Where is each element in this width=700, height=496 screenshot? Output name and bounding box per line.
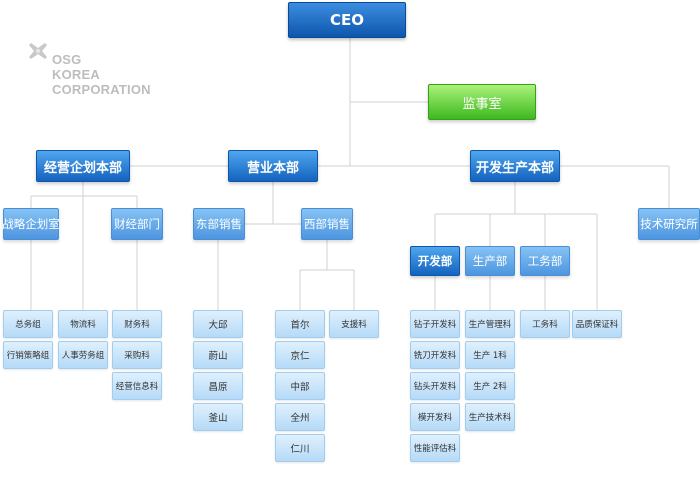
dept-west-sales: 西部销售: [301, 208, 353, 240]
company-name: OSG KOREA CORPORATION: [52, 52, 151, 97]
team-gyeongin: 京仁: [275, 341, 325, 369]
team-endmill-development: 铣刀开发科: [410, 341, 460, 369]
division-management-planning: 经营企划本部: [36, 150, 130, 182]
audit-office-box: 监事室: [428, 84, 536, 120]
dept-strategy-planning: 战略企划室: [2, 208, 60, 240]
team-marketing-strategy: 行销策略组: [3, 341, 53, 369]
company-name-line-2: KOREA: [52, 67, 100, 82]
team-general-affairs: 总务组: [3, 310, 53, 338]
division-sales: 营业本部: [228, 150, 318, 182]
team-central: 中部: [275, 372, 325, 400]
team-finance: 财务科: [112, 310, 162, 338]
team-drill-development: 钻子开发科: [410, 310, 460, 338]
team-production-1: 生产 1科: [465, 341, 515, 369]
team-quality-assurance: 品质保证科: [572, 310, 622, 338]
team-production-technology: 生产技术科: [465, 403, 515, 431]
team-mold-development: 模开发科: [410, 403, 460, 431]
team-production-2: 生产 2科: [465, 372, 515, 400]
dept-engineering: 工务部: [520, 246, 570, 276]
dept-development: 开发部: [410, 246, 460, 276]
team-seoul: 首尔: [275, 310, 325, 338]
team-changwon: 昌原: [193, 372, 243, 400]
team-purchasing: 采购科: [112, 341, 162, 369]
company-name-line-3: CORPORATION: [52, 82, 151, 97]
dept-production: 生产部: [465, 246, 515, 276]
team-bit-development: 钻头开发科: [410, 372, 460, 400]
division-tech-research-institute: 技术研究所: [638, 208, 700, 240]
company-name-line-1: OSG: [52, 52, 82, 67]
dept-finance: 财经部门: [111, 208, 163, 240]
ceo-box: CEO: [288, 2, 406, 38]
team-hr-labor: 人事劳务组: [58, 341, 108, 369]
team-engineering: 工务科: [520, 310, 570, 338]
team-daegu: 大邱: [193, 310, 243, 338]
team-ulsan: 蔚山: [193, 341, 243, 369]
division-development-production: 开发生产本部: [470, 150, 560, 182]
team-logistics: 物流科: [58, 310, 108, 338]
team-incheon: 仁川: [275, 434, 325, 462]
osg-cross-mark-icon: [29, 43, 47, 59]
team-performance-evaluation: 性能评估科: [410, 434, 460, 462]
team-busan: 釜山: [193, 403, 243, 431]
team-jeonju: 全州: [275, 403, 325, 431]
team-management-info: 经营信息科: [112, 372, 162, 400]
team-support: 支援科: [329, 310, 379, 338]
dept-east-sales: 东部销售: [193, 208, 245, 240]
company-logo: OSG KOREA CORPORATION: [28, 40, 188, 100]
team-production-management: 生产管理科: [465, 310, 515, 338]
